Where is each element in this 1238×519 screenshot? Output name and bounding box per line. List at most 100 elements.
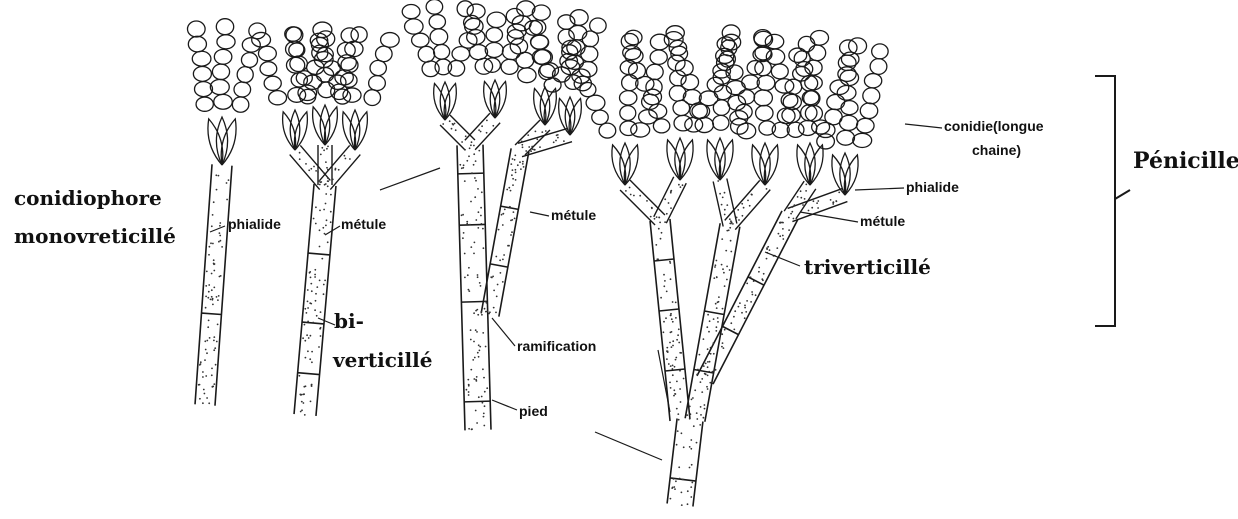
stipple-dot xyxy=(315,223,317,225)
conidium xyxy=(529,20,545,35)
stipe-tri xyxy=(667,418,703,506)
stipple-dot xyxy=(753,280,755,282)
stipple-dot xyxy=(464,253,466,255)
stipple-dot xyxy=(817,207,819,209)
stipple-dot xyxy=(319,184,321,186)
stipple-dot xyxy=(330,194,332,196)
stipple-dot xyxy=(483,377,485,379)
label-metule-left: métule xyxy=(341,217,386,231)
stipple-dot xyxy=(690,413,692,415)
stipple-dot xyxy=(520,168,522,170)
leader-line xyxy=(492,400,517,410)
stipple-dot xyxy=(199,364,201,366)
conidium xyxy=(798,36,814,51)
stipple-dot xyxy=(310,283,312,285)
stipple-dot xyxy=(661,232,663,234)
stipple-dot xyxy=(715,369,717,371)
stipple-dot xyxy=(321,147,323,149)
phialide-cell xyxy=(764,145,778,185)
stipple-dot xyxy=(327,177,329,179)
stipple-dot xyxy=(323,149,325,151)
stipple-dot xyxy=(332,179,334,181)
stipple-dot xyxy=(732,223,734,225)
stipple-dot xyxy=(303,386,305,388)
stipple-dot xyxy=(779,235,781,237)
stipple-dot xyxy=(327,180,329,182)
penicille-bracket xyxy=(1095,76,1130,326)
phialide-cell xyxy=(354,112,367,150)
stipple-dot xyxy=(676,339,678,341)
stipple-dot xyxy=(733,316,735,318)
stipple-dot xyxy=(310,168,312,170)
stipple-dot xyxy=(212,243,214,245)
conidium xyxy=(817,134,835,149)
stipple-dot xyxy=(308,337,310,339)
conidium xyxy=(487,12,506,27)
conidium xyxy=(756,105,773,120)
stipple-dot xyxy=(212,299,214,301)
stipple-dot xyxy=(477,188,479,190)
stipple-dot xyxy=(663,285,665,287)
stipple-dot xyxy=(707,388,709,390)
stipple-dot xyxy=(478,396,480,398)
stipple-dot xyxy=(213,270,215,272)
stipple-dot xyxy=(302,337,304,339)
stipple-dot xyxy=(739,302,741,304)
stipple-dot xyxy=(475,410,477,412)
conidium xyxy=(418,46,434,62)
stipple-dot xyxy=(782,222,784,224)
stipple-dot xyxy=(555,140,557,142)
stipple-dot xyxy=(769,249,771,251)
stipple-dot xyxy=(724,329,726,331)
stipple-dot xyxy=(477,314,479,316)
stipple-dot xyxy=(723,272,725,274)
stipple-dot xyxy=(473,164,475,166)
stipple-dot xyxy=(536,138,538,140)
stipple-dot xyxy=(689,406,691,408)
stipple-dot xyxy=(717,180,719,182)
stipple-dot xyxy=(696,412,698,414)
stipple-dot xyxy=(716,260,718,262)
stipple-dot xyxy=(218,295,220,297)
stipple-dot xyxy=(213,201,215,203)
stipple-dot xyxy=(766,258,768,260)
stipple-dot xyxy=(323,284,325,286)
stipple-dot xyxy=(750,276,752,278)
stipple-dot xyxy=(651,207,653,209)
stipple-dot xyxy=(480,311,482,313)
conidium xyxy=(457,1,473,17)
leader-line xyxy=(595,432,662,460)
stipple-dot xyxy=(680,401,682,403)
phialide-cell xyxy=(805,143,815,185)
stipple-dot xyxy=(522,163,524,165)
label-conidie-line1: conidie(longue xyxy=(944,119,1044,133)
phialide-cell xyxy=(760,143,770,185)
conidium xyxy=(558,29,574,45)
leader-line xyxy=(765,252,800,266)
stipple-dot xyxy=(724,214,726,216)
stipple-dot xyxy=(325,203,327,205)
stipple-dot xyxy=(213,259,215,261)
stipple-dot xyxy=(305,357,307,359)
conidium xyxy=(864,74,881,88)
stipple-dot xyxy=(730,240,732,242)
stipple-dot xyxy=(209,337,211,339)
stipple-dot xyxy=(730,223,732,225)
stipple-dot xyxy=(687,490,689,492)
stipple-dot xyxy=(202,371,204,373)
stipple-dot xyxy=(830,199,832,201)
stipple-dot xyxy=(670,192,672,194)
stipple-dot xyxy=(721,264,723,266)
stipple-dot xyxy=(470,144,472,146)
stipple-dot xyxy=(326,167,328,169)
stipple-dot xyxy=(738,219,740,221)
conidium xyxy=(212,64,229,80)
stipple-dot xyxy=(678,419,680,421)
stipple-dot xyxy=(205,285,207,287)
stipple-dot xyxy=(680,352,682,354)
stipple-dot xyxy=(468,267,470,269)
conidium xyxy=(765,34,783,48)
stipple-dot xyxy=(666,213,668,215)
stipple-dot xyxy=(744,305,746,307)
stipple-dot xyxy=(676,408,678,410)
